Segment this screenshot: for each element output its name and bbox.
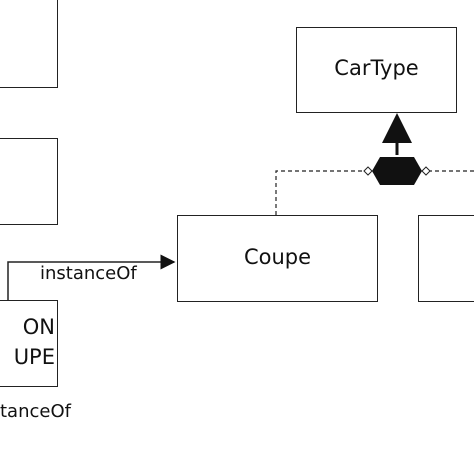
coupe-box: Coupe [177,215,378,302]
powertype-hexagon [372,157,422,185]
left-bottom-label-line1: ON [22,315,55,339]
left-bottom-label-line2: UPE [13,345,55,369]
cartype-box: CarType [296,27,457,113]
right-box [418,215,474,302]
left-top-box [0,0,58,88]
instanceof-arrow [7,254,176,300]
left-middle-box [0,138,58,225]
diamond-right [421,166,431,176]
coupe-label: Coupe [243,245,312,269]
dashed-connector-coupe [275,170,366,215]
instanceof-bottom-label: tanceOf [0,401,71,422]
diamond-left [363,166,373,176]
cartype-label: CarType [334,56,419,80]
instanceof-label: instanceOf [40,263,137,284]
left-bottom-box: ON UPE [0,300,58,387]
